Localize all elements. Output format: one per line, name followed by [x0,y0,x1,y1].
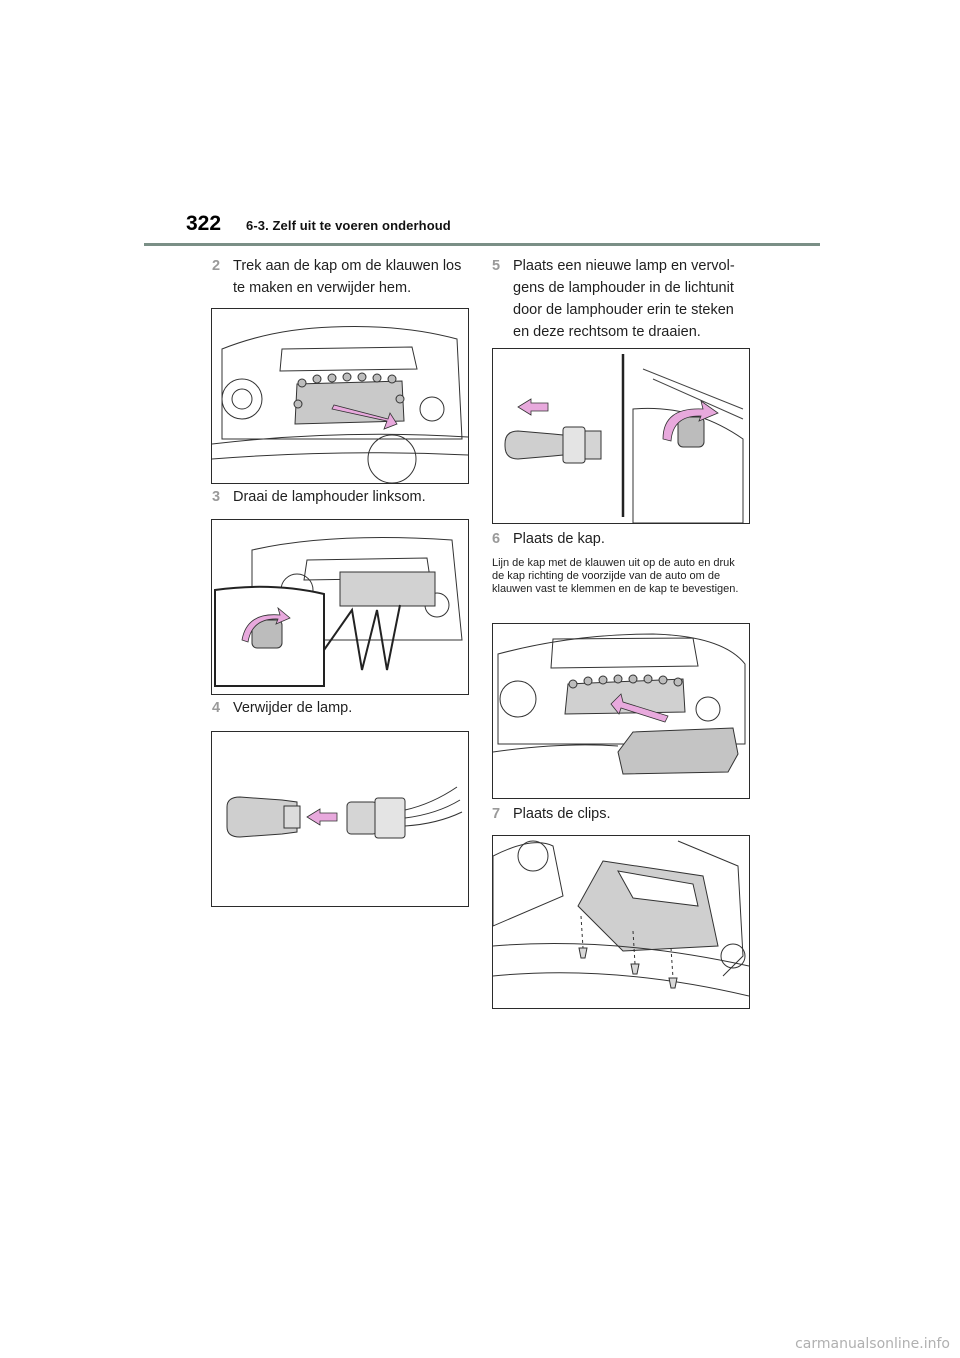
illustration-remove-bulb [211,731,469,907]
step-text: Verwijder de lamp. [233,700,353,716]
step-6: 6 Plaats de kap. [492,528,748,550]
step-6-note: Lijn de kap met de klauwen uit op de aut… [492,557,739,595]
step-number: 5 [492,258,501,274]
step-number: 4 [212,700,221,716]
step-text: Plaats de kap. [513,531,605,547]
step-number: 3 [212,489,221,505]
step-3: 3 Draai de lamphouder linksom. [212,486,467,508]
step-text: Trek aan de kap om de klauwen los te mak… [233,258,462,296]
illustration-install-cover [492,623,750,799]
illustration-rotate-lampholder-left [211,519,469,695]
step-text: Plaats de clips. [513,806,611,822]
step-number: 7 [492,806,501,822]
step-number: 2 [212,258,221,274]
header-rule [144,243,820,246]
illustration-install-clips [492,835,750,1009]
step-number: 6 [492,531,501,547]
illustration-remove-cover [211,308,469,484]
step-2: 2 Trek aan de kap om de klauwen los te m… [212,255,467,299]
step-text: Plaats een nieuwe lamp en vervol-gens de… [513,258,735,340]
step-text: Draai de lamphouder linksom. [233,489,426,505]
step-4: 4 Verwijder de lamp. [212,697,467,719]
step-7: 7 Plaats de clips. [492,803,748,825]
illustration-install-new-bulb [492,348,750,524]
section-title: 6-3. Zelf uit te voeren onderhoud [246,218,451,233]
page-number: 322 [186,212,222,235]
step-5: 5 Plaats een nieuwe lamp en vervol-gens … [492,255,748,343]
footer-watermark[interactable]: carmanualsonline.info [795,1336,950,1352]
